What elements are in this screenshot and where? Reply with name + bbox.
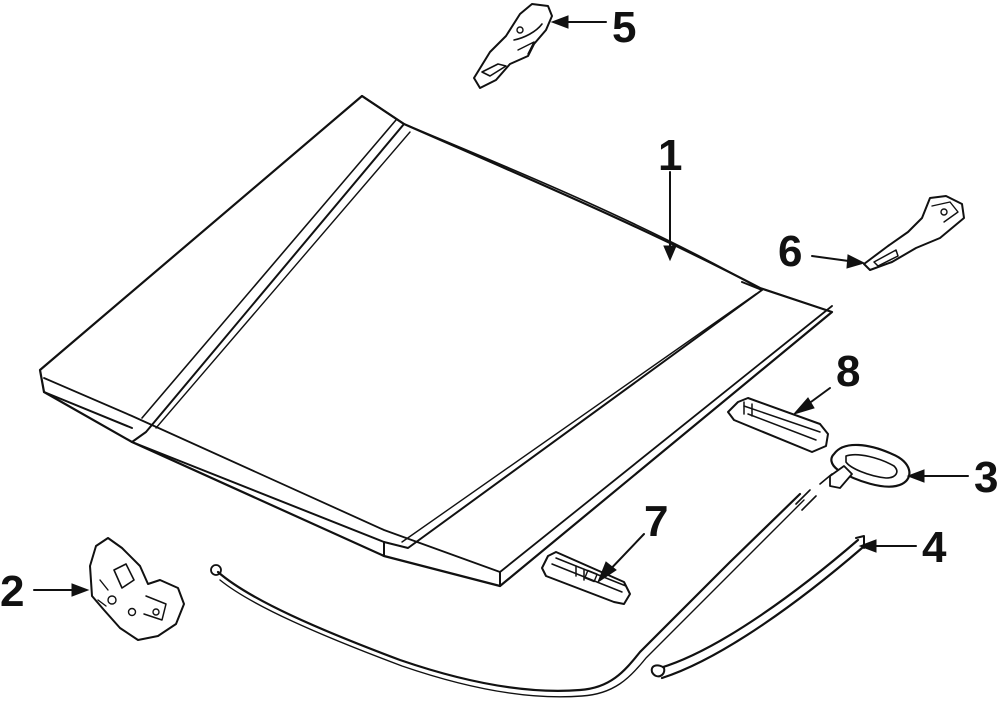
- callout-7: 7: [644, 497, 668, 546]
- release-handle: [829, 443, 911, 489]
- left-molding-clip: [541, 551, 631, 605]
- callout-5: 5: [612, 3, 636, 52]
- hood-panel: [38, 94, 834, 588]
- callout-3: 3: [974, 453, 998, 502]
- callout-8: 8: [836, 347, 860, 396]
- callout-6: 6: [778, 227, 802, 276]
- callout-4: 4: [922, 523, 947, 572]
- left-hinge: [473, 3, 553, 89]
- release-cable: [210, 473, 833, 698]
- callout-1: 1: [658, 131, 682, 180]
- leader-lines: [33, 15, 969, 597]
- right-hinge: [863, 195, 965, 271]
- right-molding-clip: [727, 397, 829, 453]
- callout-2: 2: [0, 567, 24, 616]
- prop-rod: [650, 535, 865, 680]
- hood-latch: [89, 537, 185, 641]
